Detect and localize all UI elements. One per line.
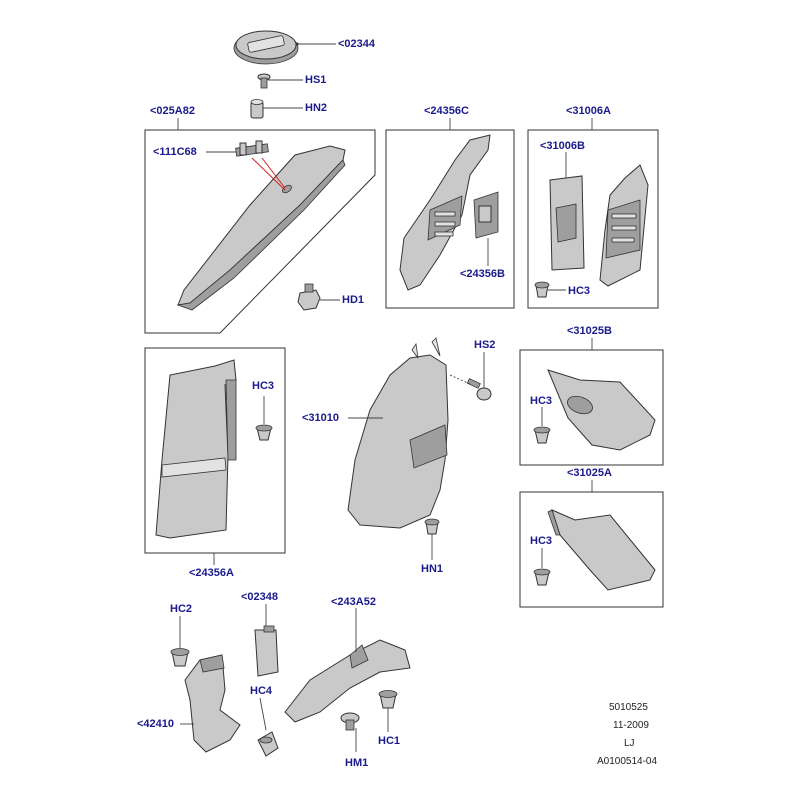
clip-part-hc3-upper[interactable] [534,281,550,298]
callout-24356c[interactable]: <24356C [424,105,469,117]
pillar-cover-part-31025a[interactable] [547,509,656,591]
switch-panel-part-24356b[interactable] [473,191,499,239]
sill-trim-part-243a52[interactable] [284,639,411,723]
callout-hs2[interactable]: HS2 [474,339,496,351]
callout-31010[interactable]: <31010 [302,412,340,424]
callout-hn1[interactable]: HN1 [421,563,444,575]
fastener-part-hm1[interactable] [340,712,360,731]
callout-hc2[interactable]: HC2 [170,603,193,615]
frame-025a82 [144,129,376,334]
badge-part-02344[interactable] [233,30,299,65]
callout-31006b[interactable]: <31006B [540,140,585,152]
callout-hc1[interactable]: HC1 [378,735,401,747]
pillar-upper-part-24356c[interactable] [399,134,491,291]
clip-part-hc3-a[interactable] [533,568,551,586]
callout-hd1[interactable]: HD1 [342,294,365,306]
clip-part-111c68[interactable] [235,140,269,157]
callout-111c68[interactable]: <111C68 [153,146,197,158]
callout-025a82[interactable]: <025A82 [150,105,195,117]
callout-31025b[interactable]: <31025B [567,325,612,337]
callout-hs1[interactable]: HS1 [305,74,327,86]
callout-42410[interactable]: <42410 [137,718,175,730]
clip-part-hd1[interactable] [297,283,321,311]
clip-part-hc1[interactable] [378,690,398,709]
pillar-part-31006a[interactable] [599,164,649,287]
callout-hc3-upper[interactable]: HC3 [568,285,591,297]
nut-part-hn1[interactable] [424,518,440,535]
screw-part-hs2[interactable] [466,378,492,401]
callout-hc4[interactable]: HC4 [250,685,273,697]
callout-31006a[interactable]: <31006A [566,105,611,117]
clip-part-hc4[interactable] [257,731,279,757]
callout-02348[interactable]: <02348 [241,591,279,603]
callout-hc3-b[interactable]: HC3 [530,395,553,407]
callout-hc3-a[interactable]: HC3 [530,535,553,547]
screw-part-hs1[interactable] [257,73,271,89]
drawing-date: 11-2009 [613,720,649,731]
drawing-initials: LJ [624,738,635,749]
cover-part-02348[interactable] [254,625,279,677]
frame-31006a [527,129,659,309]
pillar-trim-part-31010[interactable] [347,337,449,529]
pillar-cover-part-31025b[interactable] [547,369,656,451]
callout-24356a[interactable]: <24356A [189,567,234,579]
callout-31025a[interactable]: <31025A [567,467,612,479]
callout-hc3-left[interactable]: HC3 [252,380,275,392]
frame-31025b [519,349,664,466]
frame-31025a [519,491,664,608]
kick-panel-part-42410[interactable] [184,654,241,753]
clip-part-hc3-left[interactable] [255,424,273,441]
pillar-lower-part-24356a[interactable] [155,359,237,539]
bezel-part-31006b[interactable] [549,175,585,271]
clip-part-hc3-b[interactable] [533,426,551,444]
drawing-number: 5010525 [609,702,648,713]
callout-24356b[interactable]: <24356B [460,268,505,280]
pillar-trim-part-025a82[interactable] [176,145,346,311]
callout-02344[interactable]: <02344 [338,38,376,50]
callout-hm1[interactable]: HM1 [345,757,369,769]
callout-hn2[interactable]: HN2 [305,102,328,114]
drawing-reference: A0100514-04 [597,756,658,767]
clip-part-hc2[interactable] [170,648,190,667]
nut-part-hn2[interactable] [250,99,264,119]
frame-24356a [144,347,286,554]
callout-243a52[interactable]: <243A52 [331,596,376,608]
